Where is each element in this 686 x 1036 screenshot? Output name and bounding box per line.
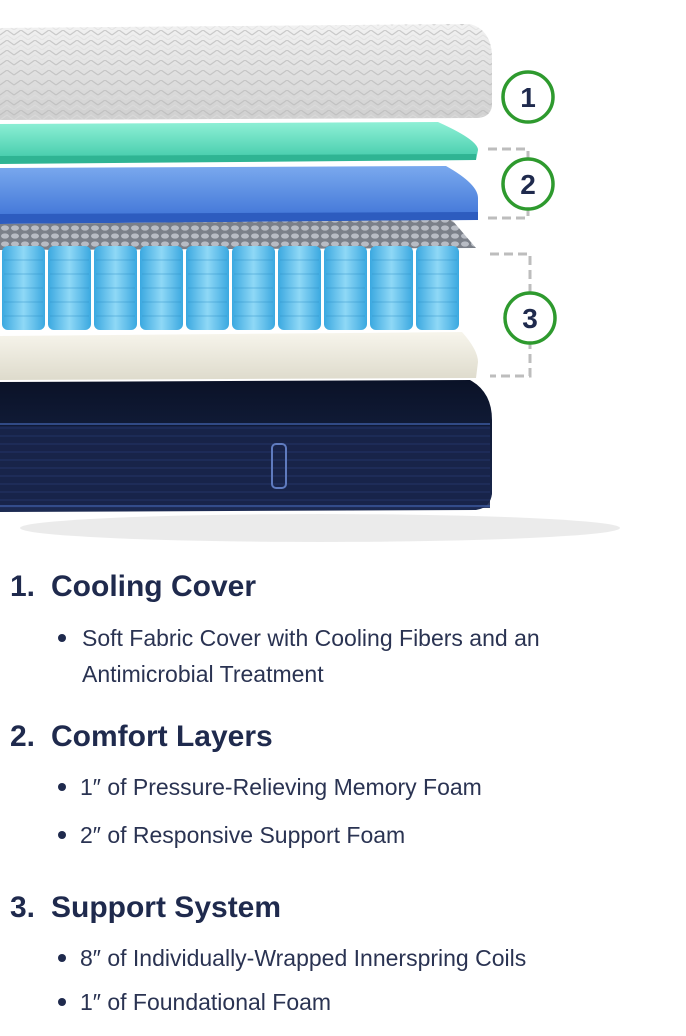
callout-number-3: 3 bbox=[522, 303, 538, 334]
memory-foam-layer bbox=[0, 122, 478, 164]
callout-badge-3: 3 bbox=[503, 291, 557, 345]
section-number: 1. bbox=[10, 570, 36, 603]
cooling-cover-layer bbox=[0, 24, 492, 120]
bullet-dot bbox=[58, 783, 66, 791]
coil-pocket bbox=[186, 246, 229, 330]
coil-pocket bbox=[2, 246, 45, 330]
bullet-text: 1″ of Pressure-Relieving Memory Foam bbox=[80, 774, 482, 800]
section-title: Support System bbox=[51, 891, 282, 924]
bullet-dot bbox=[58, 954, 66, 962]
bullet-text: 2″ of Responsive Support Foam bbox=[80, 822, 406, 848]
bullet-dot bbox=[58, 634, 66, 642]
bullet-text: Soft Fabric Cover with Cooling Fibers an… bbox=[82, 625, 540, 687]
section-title: Cooling Cover bbox=[51, 570, 257, 603]
coil-pocket bbox=[324, 246, 367, 330]
support-foam-layer bbox=[0, 166, 478, 224]
coil-pocket bbox=[140, 246, 183, 330]
mattress-layers-illustration: 1 2 3 bbox=[0, 24, 620, 542]
coil-pocket bbox=[278, 246, 321, 330]
callout-number-2: 2 bbox=[520, 169, 536, 200]
innerspring-coils-layer bbox=[0, 220, 476, 330]
handle-icon bbox=[271, 443, 287, 489]
section-title: Comfort Layers bbox=[51, 720, 273, 753]
bullet-text: 8″ of Individually-Wrapped Innerspring C… bbox=[80, 945, 527, 971]
bullet-text: 1″ of Foundational Foam bbox=[80, 989, 332, 1015]
callout-badge-2: 2 bbox=[501, 157, 555, 211]
section-number: 3. bbox=[10, 891, 36, 924]
section-number: 2. bbox=[10, 720, 36, 753]
bullet-dot bbox=[58, 998, 66, 1006]
coil-pocket bbox=[416, 246, 459, 330]
callout-number-1: 1 bbox=[520, 82, 536, 113]
coil-pocket bbox=[48, 246, 91, 330]
bullet-dot bbox=[58, 831, 66, 839]
coil-pocket bbox=[370, 246, 413, 330]
mattress-base bbox=[0, 380, 620, 542]
callout-badge-1: 1 bbox=[501, 70, 555, 124]
coil-pocket bbox=[232, 246, 275, 330]
coil-pocket bbox=[94, 246, 137, 330]
foundational-foam-layer bbox=[0, 332, 478, 380]
